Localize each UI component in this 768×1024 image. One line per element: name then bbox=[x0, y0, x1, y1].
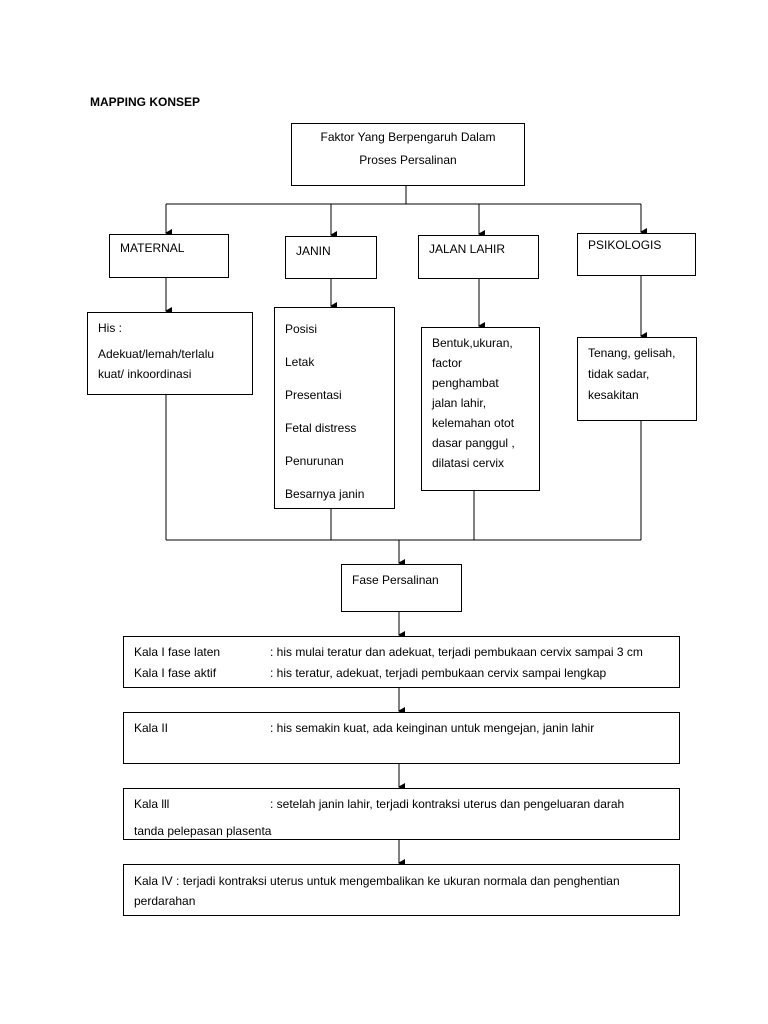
kala-ii-label: Kala II bbox=[134, 721, 169, 735]
kala-iii-continuation: tanda pelepasan plasenta bbox=[134, 824, 272, 838]
kala-iv-line-2: perdarahan bbox=[134, 894, 196, 908]
fase-persalinan-box: Fase Persalinan bbox=[341, 564, 462, 612]
kala-i-laten-desc: : his mulai teratur dan adekuat, terjadi… bbox=[270, 645, 643, 659]
psikologis-label: PSIKOLOGIS bbox=[588, 238, 662, 252]
jalan-lahir-detail-line: penghambat bbox=[432, 376, 499, 390]
janin-details-box: Posisi Letak Presentasi Fetal distress P… bbox=[274, 307, 395, 509]
kala-i-aktif-desc: : his teratur, adekuat, terjadi pembukaa… bbox=[270, 666, 607, 680]
his-line-1: Adekuat/lemah/terlalu bbox=[98, 347, 215, 361]
psikologis-box: PSIKOLOGIS bbox=[577, 233, 696, 276]
psikologis-details-box: Tenang, gelisah, tidak sadar, kesakitan bbox=[577, 337, 697, 421]
janin-detail-item: Fetal distress bbox=[285, 421, 357, 435]
psikologis-detail-line: kesakitan bbox=[588, 388, 639, 402]
kala-iv-box: Kala IV : terjadi kontraksi uterus untuk… bbox=[123, 864, 680, 916]
jalan-lahir-box: JALAN LAHIR bbox=[418, 235, 539, 279]
kala-iv-line-1: Kala IV : terjadi kontraksi uterus untuk… bbox=[134, 874, 620, 888]
kala-i-box: Kala I fase laten : his mulai teratur da… bbox=[123, 636, 680, 688]
kala-i-aktif-label: Kala I fase aktif bbox=[134, 666, 217, 680]
maternal-box: MATERNAL bbox=[109, 234, 229, 278]
main-concept-box: Faktor Yang Berpengaruh Dalam Proses Per… bbox=[291, 123, 525, 186]
jalan-lahir-detail-line: dasar panggul , bbox=[432, 436, 515, 450]
main-concept-line-1: Faktor Yang Berpengaruh Dalam bbox=[320, 130, 496, 144]
fase-persalinan-label: Fase Persalinan bbox=[352, 573, 439, 587]
kala-i-laten-label: Kala I fase laten bbox=[134, 645, 221, 659]
his-line-2: kuat/ inkoordinasi bbox=[98, 367, 192, 381]
maternal-label: MATERNAL bbox=[120, 241, 185, 255]
psikologis-detail-line: Tenang, gelisah, bbox=[588, 346, 676, 360]
janin-detail-item: Posisi bbox=[285, 322, 318, 336]
janin-detail-item: Penurunan bbox=[285, 454, 344, 468]
his-head: His : bbox=[98, 321, 122, 335]
his-box: His : Adekuat/lemah/terlalu kuat/ inkoor… bbox=[87, 312, 253, 395]
kala-ii-desc: : his semakin kuat, ada keinginan untuk … bbox=[270, 721, 595, 735]
kala-iii-desc: : setelah janin lahir, terjadi kontraksi… bbox=[270, 797, 625, 811]
jalan-lahir-details-box: Bentuk,ukuran, factor penghambat jalan l… bbox=[421, 327, 540, 491]
jalan-lahir-label: JALAN LAHIR bbox=[429, 242, 506, 256]
psikologis-detail-line: tidak sadar, bbox=[588, 367, 650, 381]
janin-box: JANIN bbox=[285, 236, 377, 279]
page-title: MAPPING KONSEP bbox=[90, 95, 201, 109]
jalan-lahir-detail-line: dilatasi cervix bbox=[432, 456, 505, 470]
jalan-lahir-detail-line: Bentuk,ukuran, bbox=[432, 336, 513, 350]
janin-detail-item: Presentasi bbox=[285, 388, 342, 402]
kala-iii-label: Kala lll bbox=[134, 797, 170, 811]
janin-label: JANIN bbox=[296, 244, 331, 258]
jalan-lahir-detail-line: factor bbox=[432, 356, 463, 370]
jalan-lahir-detail-line: jalan lahir, bbox=[432, 396, 487, 410]
main-concept-line-2: Proses Persalinan bbox=[359, 153, 457, 167]
janin-detail-item: Besarnya janin bbox=[285, 487, 365, 501]
kala-iii-box: Kala lll : setelah janin lahir, terjadi … bbox=[123, 788, 680, 840]
kala-ii-box: Kala II : his semakin kuat, ada keingina… bbox=[123, 712, 680, 764]
jalan-lahir-detail-line: kelemahan otot bbox=[432, 416, 515, 430]
janin-detail-item: Letak bbox=[285, 355, 315, 369]
